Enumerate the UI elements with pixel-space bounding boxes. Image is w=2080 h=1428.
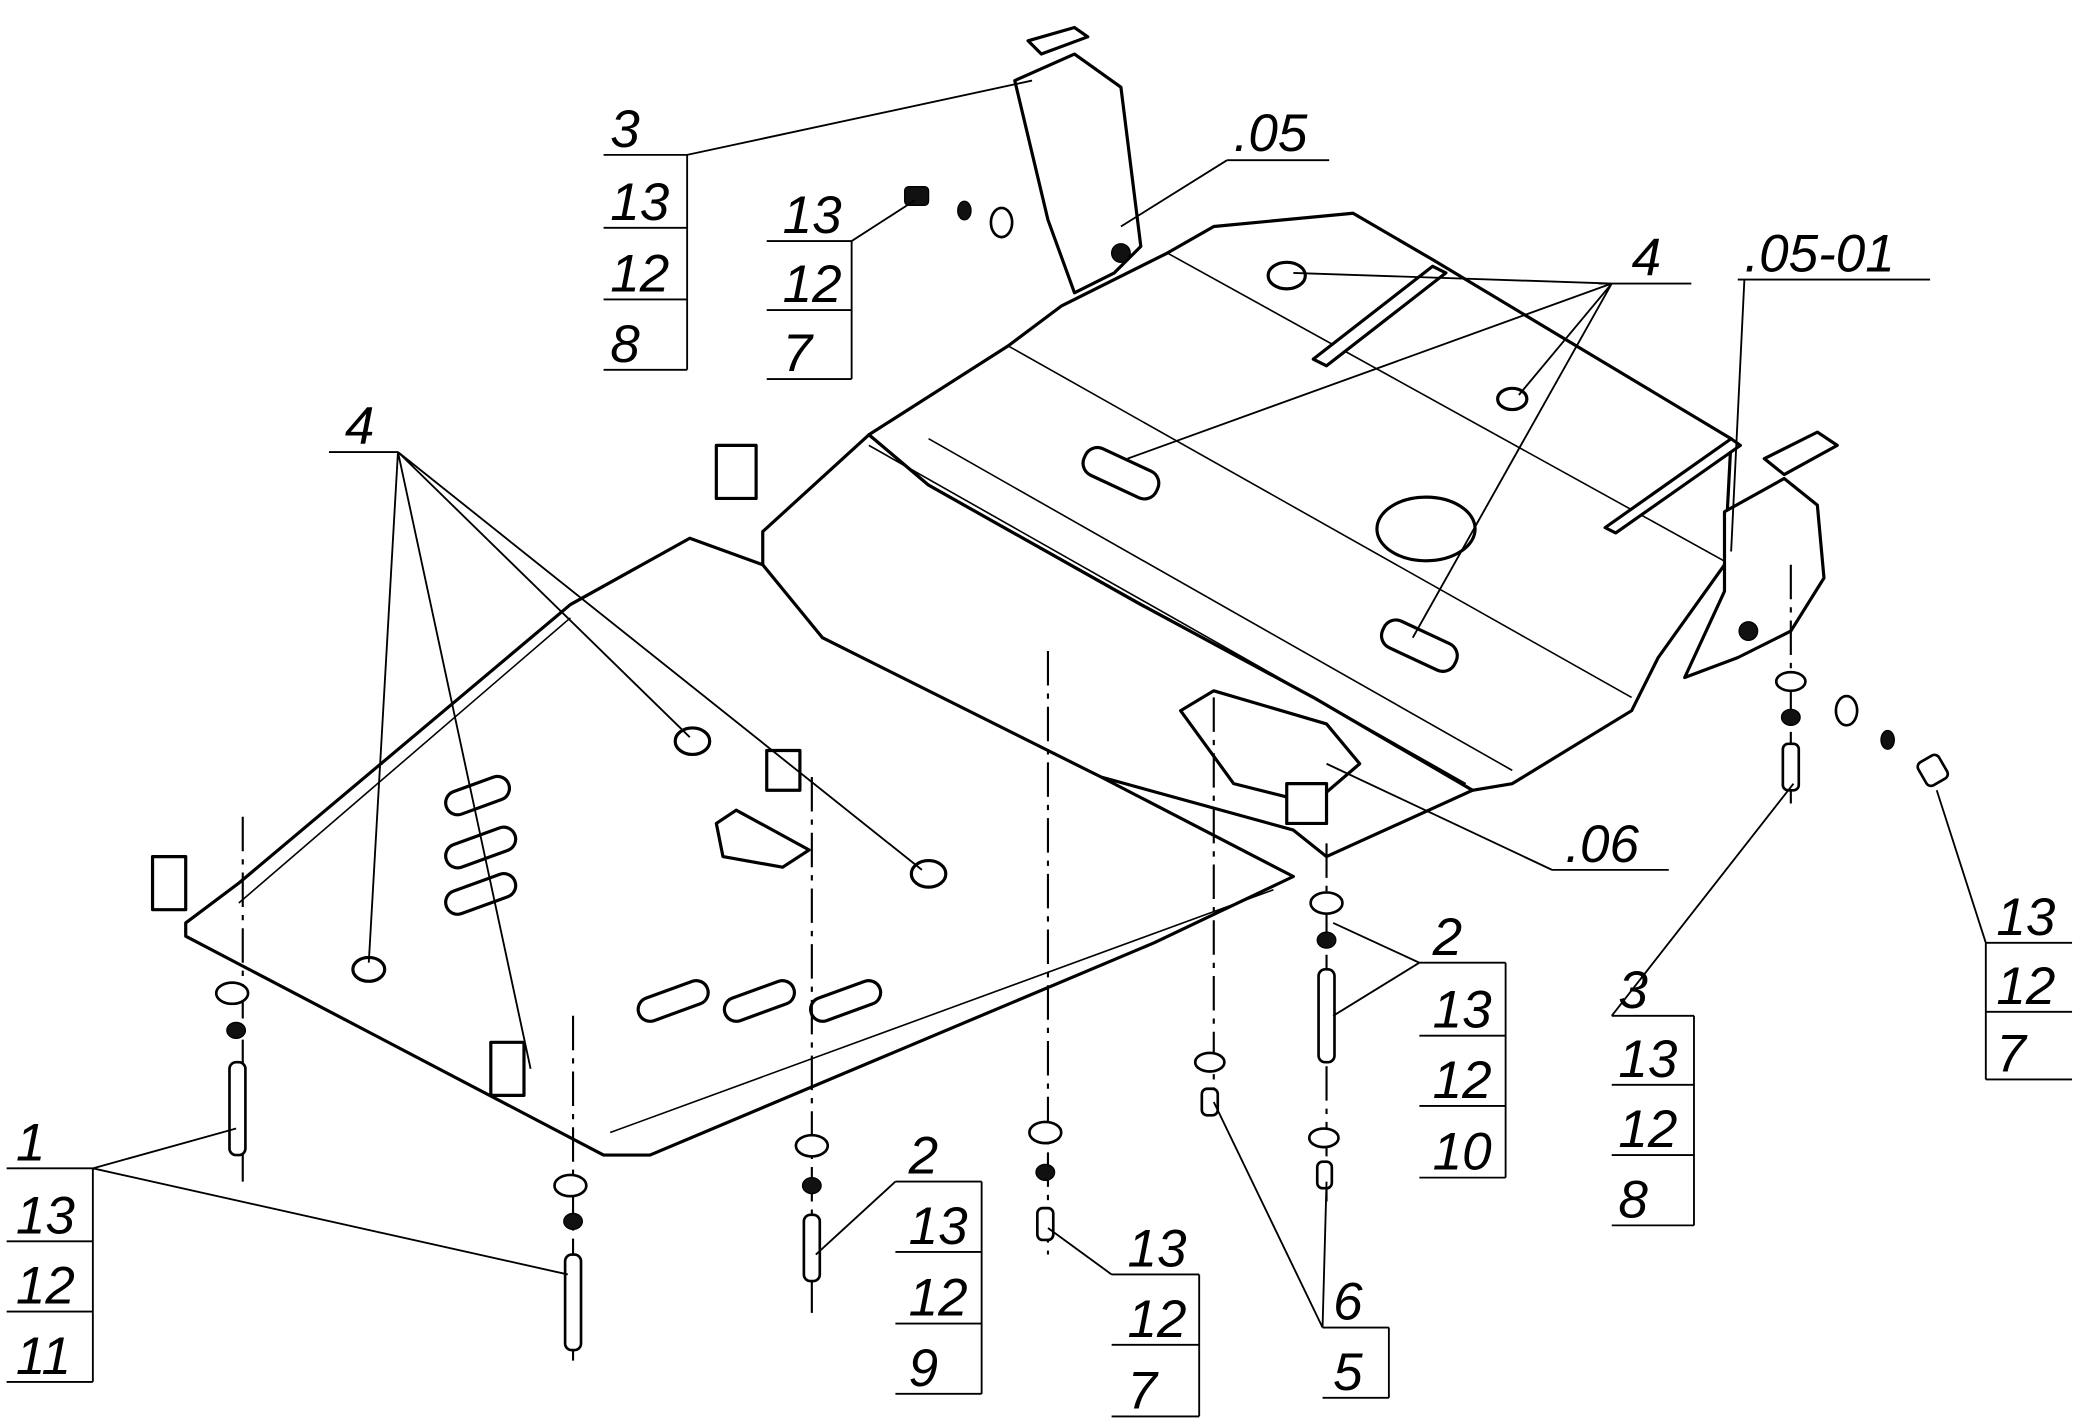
- callout-top-mid: 13 12 7: [783, 186, 843, 383]
- callout-mid-right-2: 2 13 12 10: [1432, 908, 1493, 1182]
- label-12: 12: [610, 244, 669, 303]
- label-part-06: .06: [1565, 815, 1639, 874]
- label-7: 7: [1996, 1025, 2028, 1084]
- label-13: 13: [1128, 1220, 1188, 1279]
- label-12: 12: [1128, 1290, 1187, 1349]
- slots: [444, 774, 883, 1023]
- callout-top-left: 3 13 12 8: [610, 100, 670, 374]
- label-12: 12: [1433, 1051, 1492, 1110]
- label-13: 13: [783, 186, 843, 245]
- label-part-05-01: .05-01: [1744, 225, 1894, 284]
- callout-bottom-left-1: 1 13 12 11: [16, 1113, 76, 1386]
- label-4-left: 4: [345, 397, 375, 456]
- label-12: 12: [909, 1269, 968, 1328]
- label-2: 2: [908, 1127, 939, 1186]
- label-6: 6: [1333, 1273, 1363, 1332]
- label-13: 13: [610, 173, 670, 232]
- label-13: 13: [1618, 1030, 1678, 1089]
- leader-lines: [6, 79, 2073, 1418]
- callout-bottom-2: 2 13 12 9: [908, 1127, 969, 1398]
- label-3: 3: [610, 100, 640, 159]
- label-5: 5: [1333, 1343, 1363, 1402]
- label-12: 12: [1996, 957, 2055, 1016]
- label-7: 7: [783, 324, 815, 383]
- label-13: 13: [16, 1186, 76, 1245]
- label-part-05: .05: [1234, 104, 1308, 163]
- fasteners: [214, 186, 1950, 1352]
- label-11: 11: [16, 1327, 71, 1386]
- label-4-top: 4: [1632, 229, 1662, 288]
- label-12: 12: [783, 255, 842, 314]
- label-10: 10: [1433, 1123, 1493, 1182]
- label-12: 12: [16, 1257, 75, 1316]
- label-7: 7: [1128, 1361, 1160, 1420]
- label-12: 12: [1618, 1100, 1677, 1159]
- callout-bottom-center: 13 12 7: [1128, 1220, 1188, 1421]
- label-1: 1: [16, 1113, 46, 1172]
- label-13: 13: [1996, 888, 2056, 947]
- callout-bottom-6-5: 6 5: [1333, 1273, 1363, 1402]
- callout-right-3: 3 13 12 8: [1618, 961, 1678, 1230]
- rear-plate-05: [867, 211, 1742, 792]
- label-13: 13: [1433, 981, 1493, 1040]
- front-plate: [150, 536, 1295, 1157]
- label-9: 9: [909, 1339, 939, 1398]
- label-8: 8: [610, 315, 640, 374]
- label-13: 13: [909, 1197, 969, 1256]
- label-8: 8: [1618, 1170, 1648, 1229]
- label-2: 2: [1432, 908, 1463, 967]
- bracket-05: [1013, 25, 1143, 295]
- callout-far-right: 13 12 7: [1996, 888, 2056, 1084]
- label-3: 3: [1618, 961, 1648, 1020]
